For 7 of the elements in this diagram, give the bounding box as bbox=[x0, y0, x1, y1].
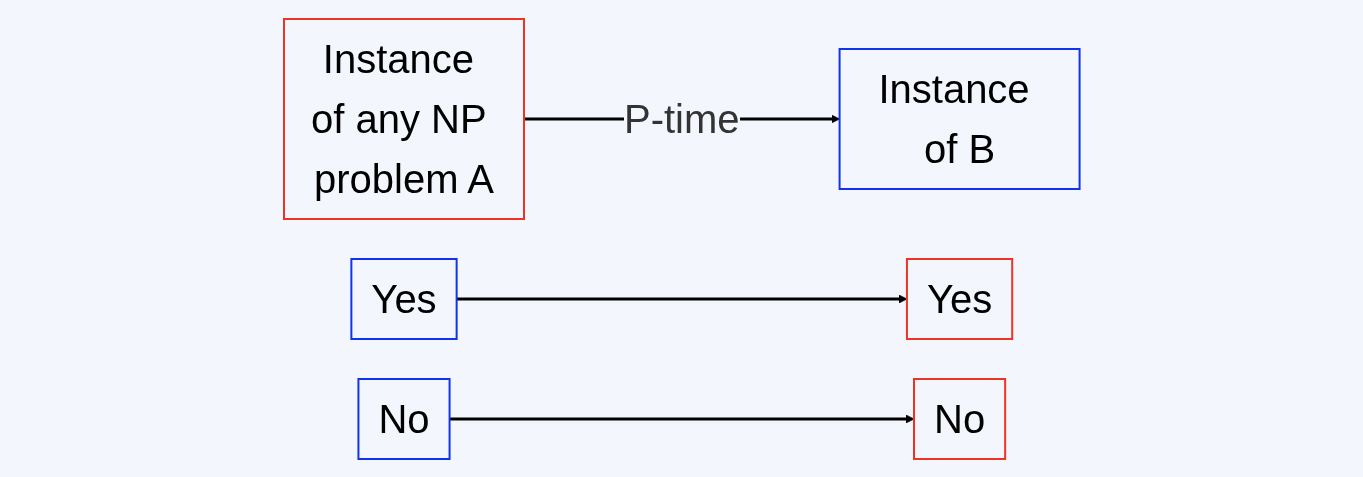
node-box: No bbox=[357, 377, 451, 460]
node-box: Instance of any NP problem A bbox=[282, 17, 525, 220]
node-box: Yes bbox=[905, 257, 1013, 340]
edge-label: P-time bbox=[623, 96, 740, 141]
node-box: No bbox=[912, 377, 1006, 460]
node-box: Instance of B bbox=[838, 47, 1081, 190]
node-box: Yes bbox=[350, 257, 458, 340]
